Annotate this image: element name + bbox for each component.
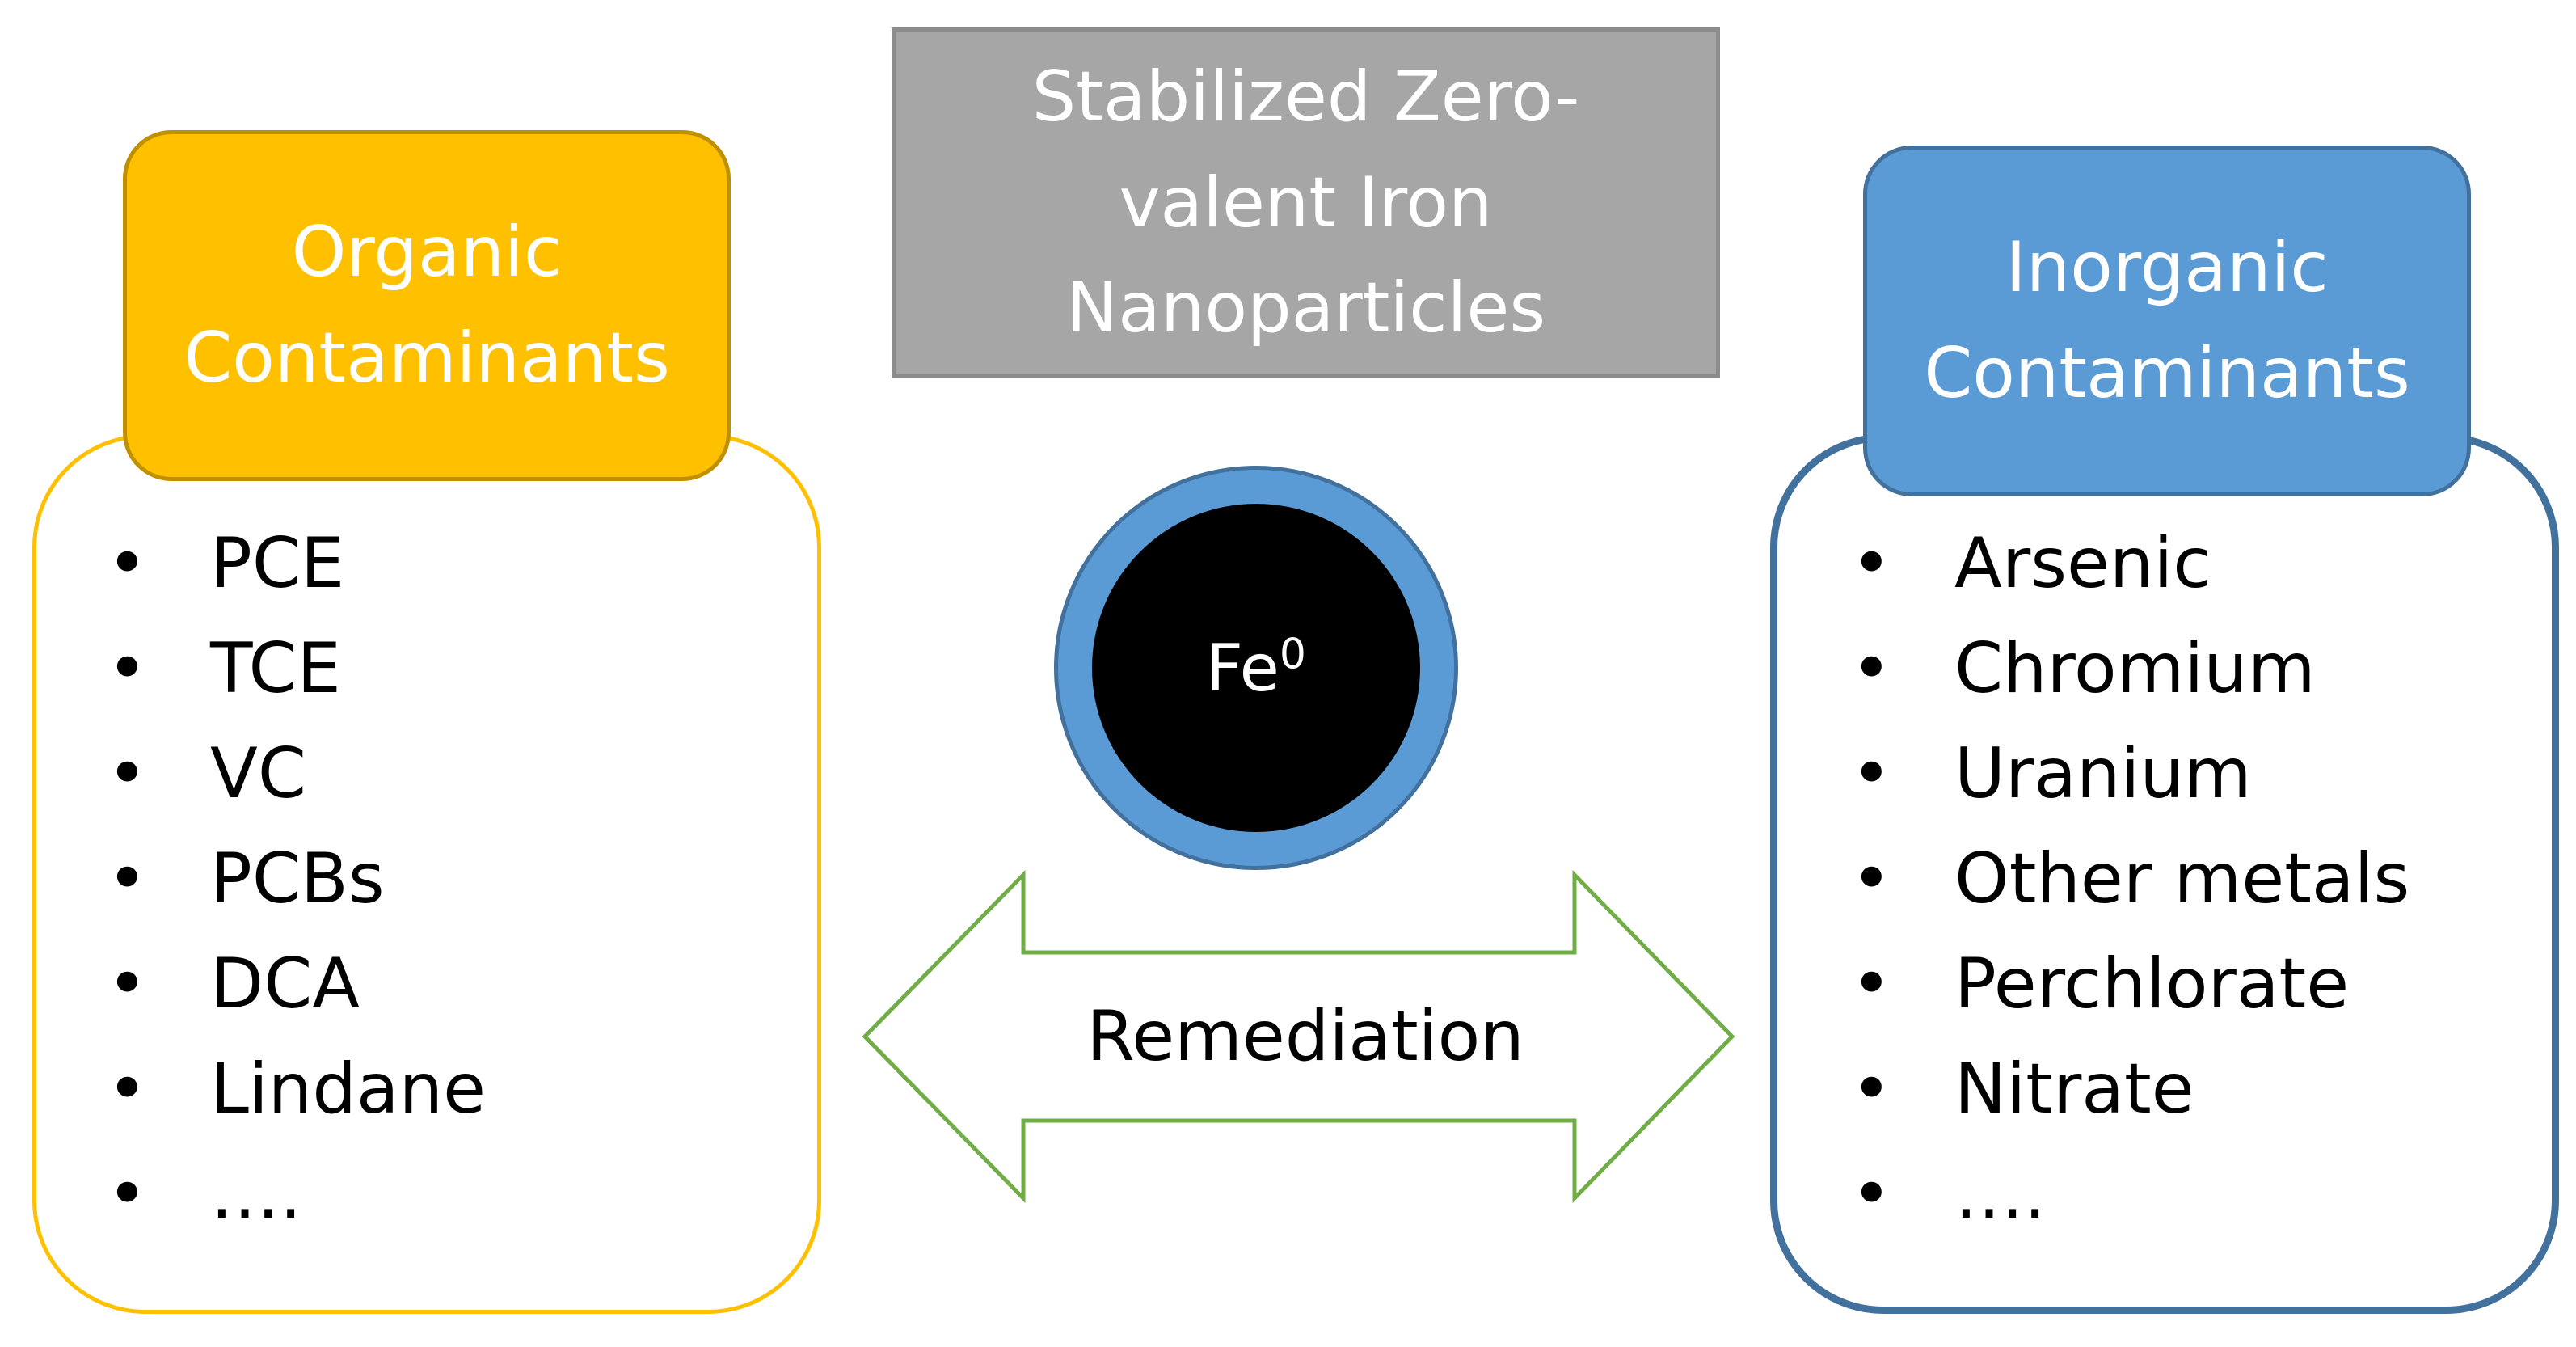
list-item: • DCA [107,931,786,1037]
oxidation-state: 0 [1279,629,1306,678]
bullet-icon: • [1851,628,1892,709]
item-label: Nitrate [1954,1049,2194,1130]
list-item: • Nitrate [1851,1037,2546,1142]
bullet-icon: • [1851,944,1892,1024]
organic-contaminant-list: • PCE • TCE • VC • PCBs • DCA • Lindane • …. [107,511,786,1247]
item-label: DCA [210,944,360,1024]
title-line: Stabilized Zero- [1031,56,1580,137]
bullet-icon: • [107,733,148,814]
double-headed-arrow [862,869,1735,1204]
item-label: VC [210,733,306,814]
organic-list-panel [32,434,821,1314]
item-label: PCBs [210,838,385,919]
organic-header-line: Contaminants [183,318,670,399]
bullet-icon: • [107,1049,148,1130]
list-item: • TCE [107,616,786,721]
list-item: • Uranium [1851,721,2546,826]
bullet-icon: • [1851,1154,1892,1235]
list-item: • Arsenic [1851,511,2546,616]
bullet-icon: • [1851,1049,1892,1130]
bullet-icon: • [1851,733,1892,814]
bullet-icon: • [107,1154,148,1235]
inorganic-header-line: Inorganic [2005,227,2329,309]
bullet-icon: • [107,523,148,604]
list-item: • PCBs [107,826,786,931]
bullet-icon: • [107,628,148,709]
title-line: Nanoparticles [1065,268,1546,349]
item-label: TCE [210,628,341,709]
fe-symbol: Fe0 [1206,631,1306,706]
inorganic-header: Inorganic Contaminants [1863,146,2471,496]
list-item: • PCE [107,511,786,616]
item-label: Arsenic [1954,523,2211,604]
organic-header: Organic Contaminants [123,130,731,481]
list-item: • Chromium [1851,616,2546,721]
item-label: …. [1954,1154,2047,1235]
bullet-icon: • [107,944,148,1024]
item-label: Perchlorate [1954,944,2350,1024]
title-box: Stabilized Zero- valent Iron Nanoparticl… [892,27,1720,378]
item-label: Uranium [1954,733,2252,814]
list-item: • …. [1851,1142,2546,1247]
nanoparticle-core: Fe0 [1092,504,1420,832]
list-item: • Lindane [107,1037,786,1142]
item-label: …. [210,1154,302,1235]
organic-header-line: Organic [291,212,563,293]
element-symbol: Fe [1206,630,1280,706]
item-label: Chromium [1954,628,2316,709]
item-label: Lindane [210,1049,487,1130]
item-label: PCE [210,523,345,604]
list-item: • …. [107,1142,786,1247]
item-label: Other metals [1954,838,2410,919]
list-item: • Other metals [1851,826,2546,931]
arrow-label: Remediation [1086,996,1524,1077]
list-item: • VC [107,721,786,826]
title-line: valent Iron [1119,162,1493,243]
inorganic-contaminant-list: • Arsenic • Chromium • Uranium • Other metal… [1851,511,2546,1247]
list-item: • Perchlorate [1851,931,2546,1037]
inorganic-header-line: Contaminants [1924,333,2410,414]
bullet-icon: • [1851,838,1892,919]
bullet-icon: • [107,838,148,919]
bullet-icon: • [1851,523,1892,604]
